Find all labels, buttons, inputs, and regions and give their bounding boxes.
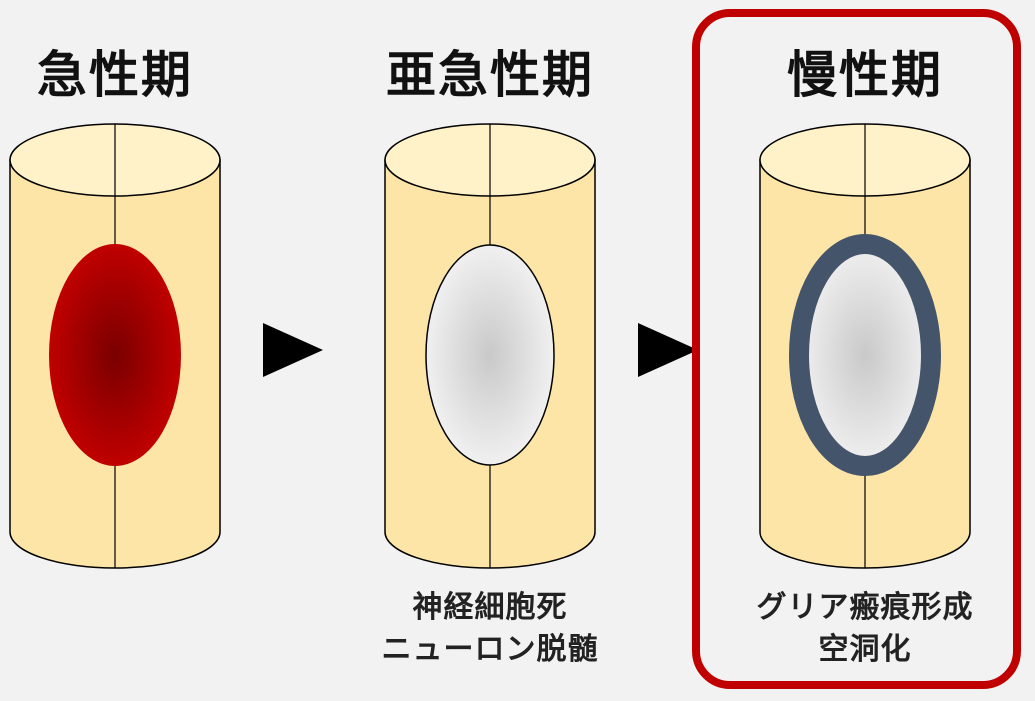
caption-subacute-line-1: 神経細胞死	[412, 590, 568, 625]
arrow-right-icon	[263, 323, 323, 377]
caption-subacute: 神経細胞死 ニューロン脱髄	[340, 587, 640, 671]
subacute-lesion	[425, 244, 555, 466]
chronic-lesion	[789, 234, 941, 476]
stage-title-acute: 急性期	[37, 46, 193, 104]
arrow-right-icon	[638, 323, 698, 377]
caption-subacute-line-2: ニューロン脱髄	[381, 632, 599, 667]
caption-chronic-line-1: グリア瘢痕形成	[756, 590, 974, 625]
cylinder-acute	[9, 123, 221, 569]
caption-chronic-line-2: 空洞化	[818, 632, 912, 667]
caption-chronic: グリア瘢痕形成 空洞化	[705, 587, 1025, 671]
cylinder-chronic	[759, 123, 971, 569]
stage-title-chronic: 慢性期	[787, 46, 943, 104]
acute-lesion	[49, 244, 181, 466]
cylinder-subacute	[384, 123, 596, 569]
stage-title-subacute: 亜急性期	[386, 46, 594, 104]
chronic-highlight-frame	[692, 9, 1021, 689]
